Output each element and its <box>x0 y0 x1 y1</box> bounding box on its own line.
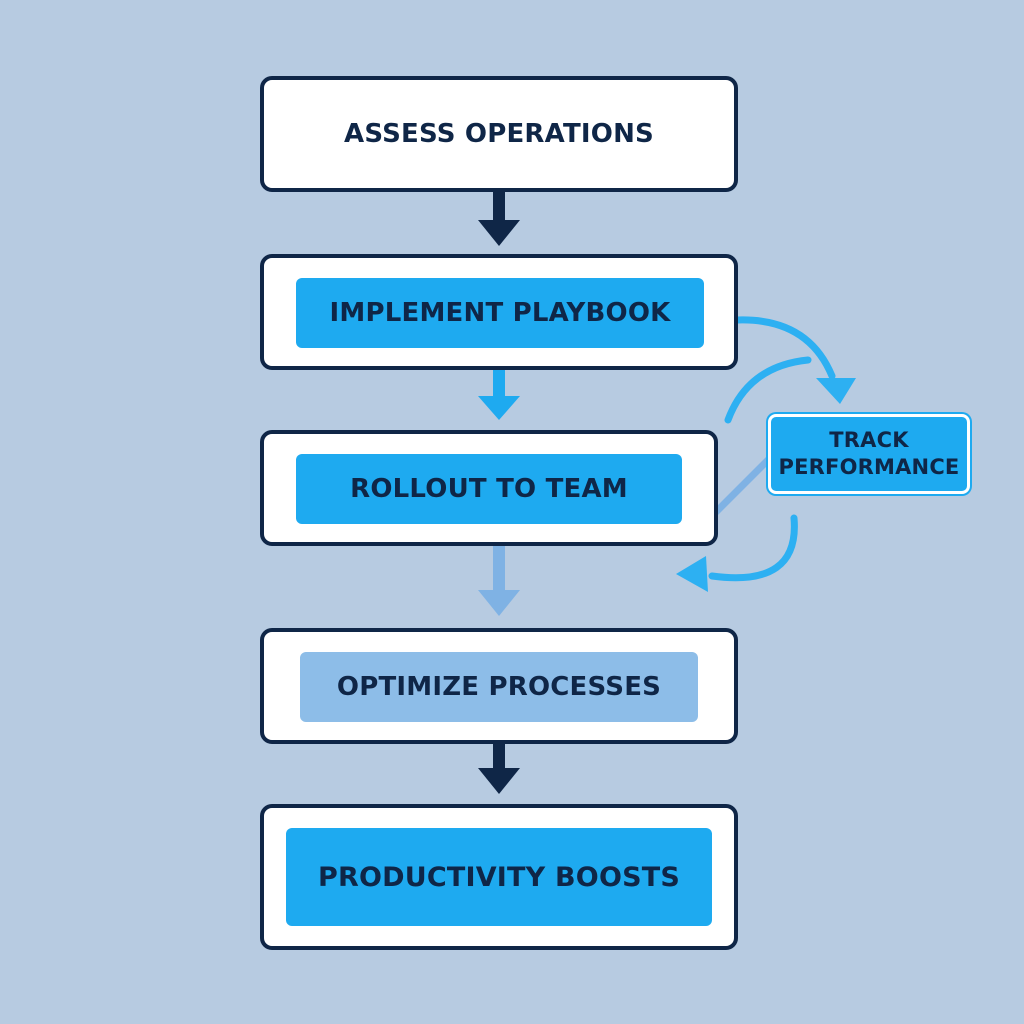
arrow-implement-to-rollout <box>478 370 520 420</box>
step-rollout-to-team: ROLLOUT TO TEAM <box>260 430 718 546</box>
step-implement-playbook: IMPLEMENT PLAYBOOK <box>260 254 738 370</box>
arrow-assess-to-implement <box>478 192 520 246</box>
loop-diagonal-connector <box>712 446 782 516</box>
step-label: PRODUCTIVITY BOOSTS <box>317 861 681 893</box>
side-step-label-line1: TRACK <box>829 428 909 452</box>
loop-arrow-back-to-rollout <box>676 514 798 592</box>
step-assess-operations: ASSESS OPERATIONS <box>260 76 738 192</box>
arrow-optimize-to-productivity <box>478 744 520 794</box>
step-highlight: PRODUCTIVITY BOOSTS <box>286 828 712 926</box>
loop-inner-curve <box>724 356 812 424</box>
side-step-track-performance: TRACK PERFORMANCE <box>768 414 970 494</box>
side-step-label-line2: PERFORMANCE <box>778 455 960 479</box>
step-productivity-boosts: PRODUCTIVITY BOOSTS <box>260 804 738 950</box>
step-optimize-processes: OPTIMIZE PROCESSES <box>260 628 738 744</box>
arrow-rollout-to-optimize <box>478 546 520 616</box>
step-label: ASSESS OPERATIONS <box>344 119 654 149</box>
step-label: ROLLOUT TO TEAM <box>350 474 628 504</box>
step-label: OPTIMIZE PROCESSES <box>336 672 662 702</box>
step-highlight: OPTIMIZE PROCESSES <box>300 652 698 722</box>
step-highlight: ROLLOUT TO TEAM <box>296 454 682 524</box>
loop-arrow-to-track <box>734 316 856 404</box>
step-label: IMPLEMENT PLAYBOOK <box>329 298 671 328</box>
step-highlight: IMPLEMENT PLAYBOOK <box>296 278 704 348</box>
